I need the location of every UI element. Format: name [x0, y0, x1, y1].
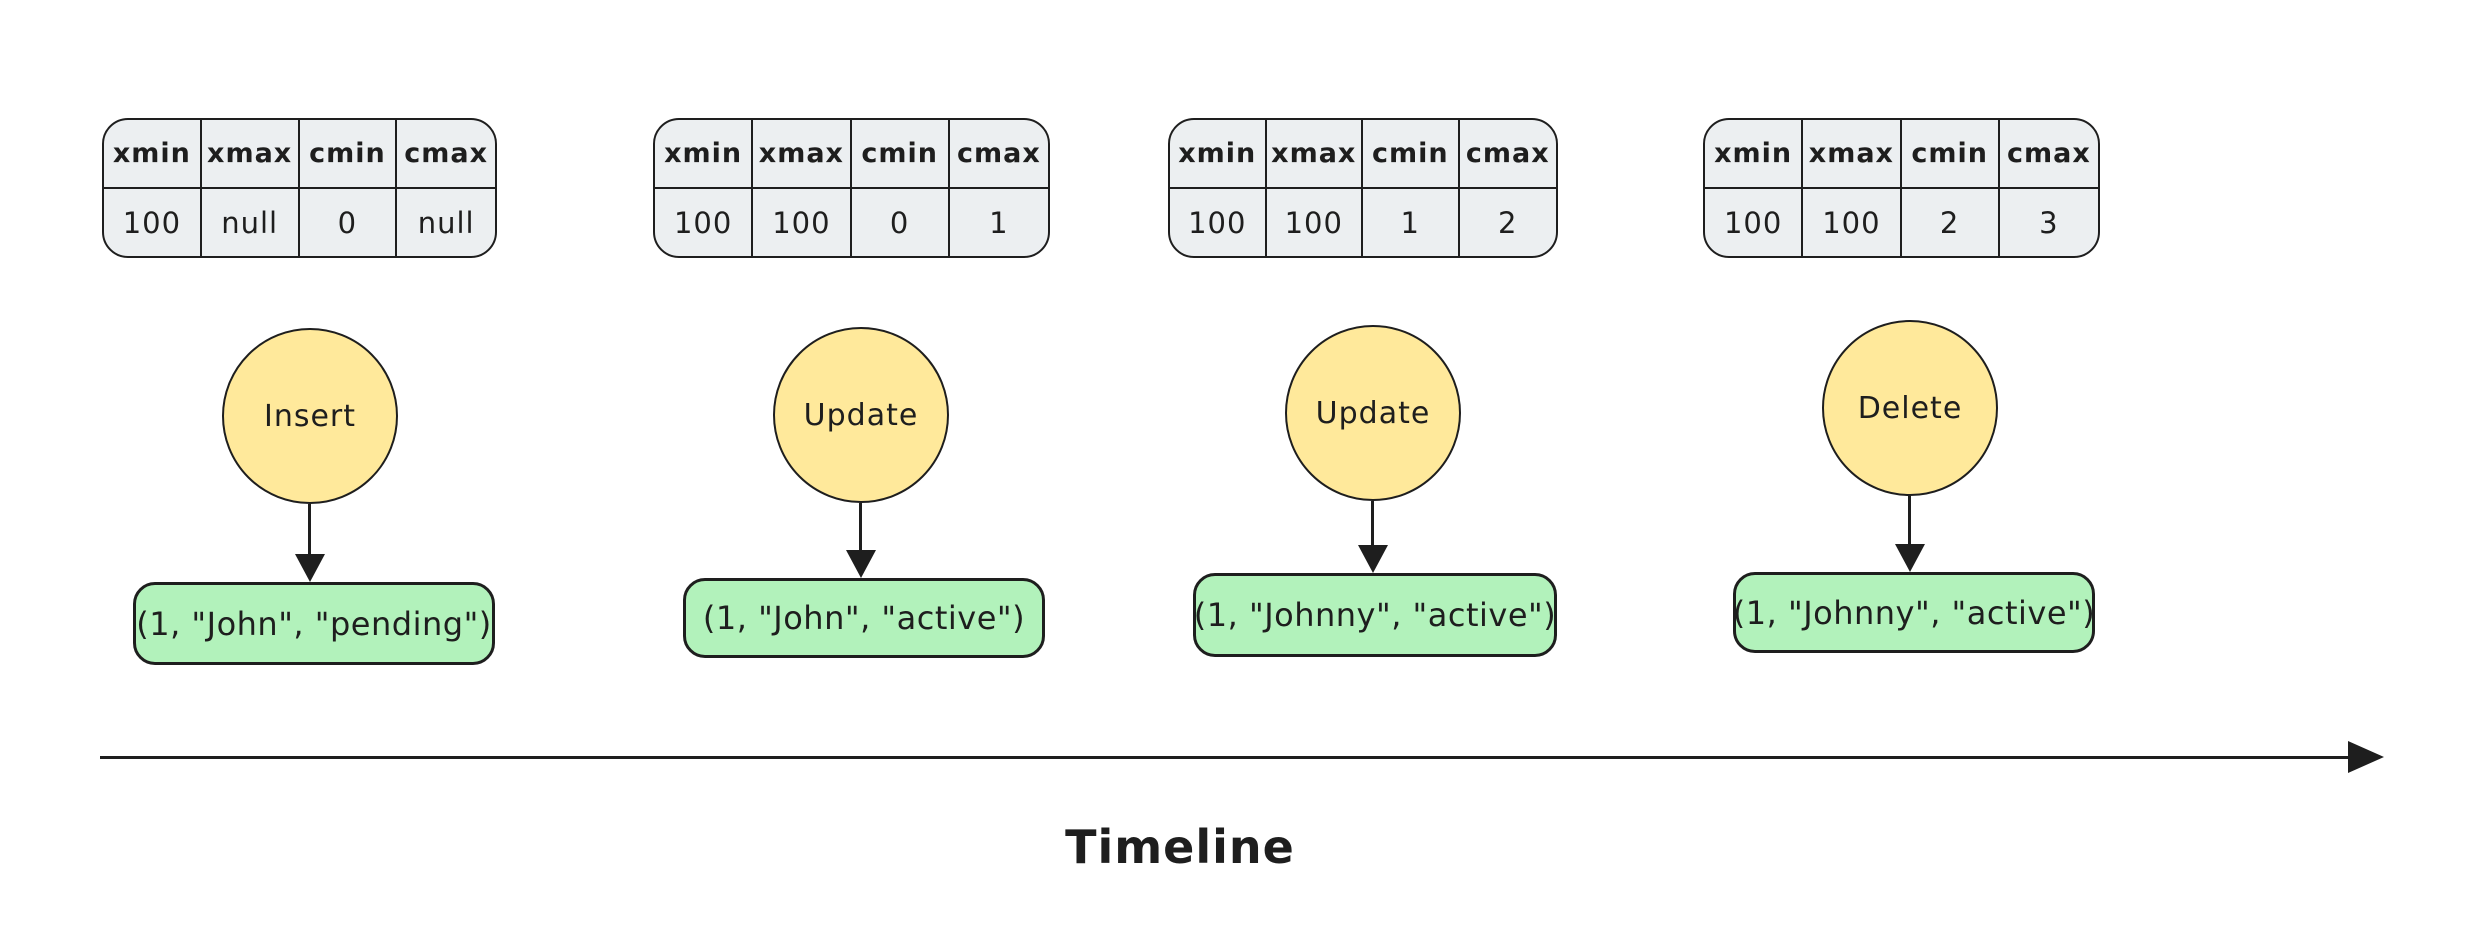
timeline-label: Timeline [1065, 820, 1295, 874]
table-header-xmax: xmax [1803, 120, 1902, 189]
table-header-xmin: xmin [1705, 120, 1804, 189]
table-header-cmax: cmax [397, 120, 495, 189]
table-header-cmax: cmax [949, 120, 1048, 189]
table-value-cmax: 2 [1498, 205, 1518, 240]
table-header-xmin: xmin [1170, 120, 1267, 189]
table-header-xmax: xmax [753, 120, 852, 189]
table-header-cmin: cmin [1901, 120, 2000, 189]
tuple-box-update-1: (1, "John", "active") [683, 578, 1045, 658]
arrow-head-icon [1358, 545, 1388, 573]
arrow-head-icon [846, 550, 876, 578]
table-value-xmax: null [202, 189, 300, 256]
arrow-line [308, 504, 311, 556]
table-value-cmin: 0 [300, 189, 398, 256]
tuple-box-update-2: (1, "Johnny", "active") [1193, 573, 1557, 657]
operation-label: Insert [263, 398, 357, 434]
visibility-table-update-1: xmin xmax cmin cmax 100 100 0 1 [653, 118, 1050, 258]
table-value-xmin: 100 [1705, 189, 1804, 256]
table-value-xmax: 100 [1267, 189, 1363, 256]
table-value-cmin: 2 [1902, 189, 2000, 256]
table-value-cmax: 1 [989, 205, 1009, 240]
operation-circle-update-1: Update [773, 327, 949, 503]
tuple-box-delete: (1, "Johnny", "active") [1733, 572, 2095, 653]
tuple-box-insert: (1, "John", "pending") [133, 582, 495, 665]
operation-circle-delete: Delete [1822, 320, 1998, 496]
table-header-xmin: xmin [655, 120, 754, 189]
table-header-cmin: cmin [851, 120, 950, 189]
table-value-xmin: 100 [655, 189, 754, 256]
table-value-xmax: 100 [1803, 189, 1902, 256]
table-header-cmax: cmax [1999, 120, 2098, 189]
visibility-table-update-2: xmin xmax cmin cmax 100 100 1 2 [1168, 118, 1558, 258]
table-value-xmin: 100 [1170, 189, 1267, 256]
table-value-cmax: null [417, 205, 475, 240]
arrow-line [859, 503, 862, 552]
table-value-cmin: 1 [1363, 189, 1460, 256]
operation-circle-update-2: Update [1285, 325, 1461, 501]
table-value-cmax: 3 [2039, 205, 2059, 240]
table-value-cmin: 0 [852, 189, 950, 256]
table-header-cmin: cmin [1363, 120, 1460, 189]
table-value-xmin: 100 [104, 189, 202, 256]
arrow-head-icon [295, 554, 325, 582]
visibility-table-insert: xmin xmax cmin cmax 100 null 0 null [102, 118, 497, 258]
table-header-xmax: xmax [1266, 120, 1363, 189]
tuple-label: (1, "Johnny", "active") [1732, 593, 2096, 632]
operation-label: Delete [1857, 390, 1963, 426]
table-header-xmax: xmax [201, 120, 300, 189]
tuple-label: (1, "John", "pending") [136, 604, 492, 643]
tuple-label: (1, "Johnny", "active") [1193, 596, 1557, 634]
operation-label: Update [1315, 395, 1431, 431]
table-header-xmin: xmin [104, 120, 202, 189]
table-header-cmax: cmax [1459, 120, 1556, 189]
table-header-cmin: cmin [299, 120, 398, 189]
visibility-table-delete: xmin xmax cmin cmax 100 100 2 3 [1703, 118, 2100, 258]
tuple-label: (1, "John", "active") [702, 599, 1026, 637]
operation-circle-insert: Insert [222, 328, 398, 504]
timeline-axis [100, 756, 2352, 759]
arrow-line [1371, 501, 1374, 547]
timeline-arrow-head-icon [2348, 741, 2384, 773]
arrow-head-icon [1895, 544, 1925, 572]
operation-label: Update [803, 397, 919, 433]
table-value-xmax: 100 [753, 189, 852, 256]
arrow-line [1908, 496, 1911, 546]
